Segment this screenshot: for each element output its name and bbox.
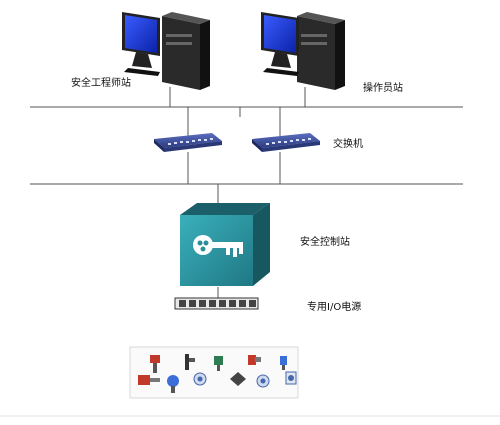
field-device-icon [256, 374, 270, 388]
field-device-icon [185, 354, 195, 370]
safety-control-station-label: 安全控制站 [300, 237, 350, 248]
field-device-icon [138, 375, 160, 385]
engineer-workstation-icon [122, 12, 210, 90]
field-device-icon [248, 355, 261, 365]
io-power-strip-icon [174, 297, 259, 310]
operator-workstation-icon [261, 12, 345, 90]
field-device-icon [285, 371, 297, 385]
field-device-icon [214, 356, 223, 371]
switch-label: 交换机 [333, 139, 363, 150]
safety-control-cube-icon [180, 203, 270, 286]
network-lines [30, 87, 463, 298]
engineer-station-label: 安全工程师站 [71, 78, 131, 89]
field-device-icon [230, 372, 246, 386]
field-devices-panel [129, 346, 299, 399]
field-device-icon [150, 355, 160, 373]
field-device-icon [280, 356, 287, 370]
key-icon [193, 235, 243, 257]
switch2-icon [252, 133, 320, 152]
operator-station-label: 操作员站 [363, 83, 403, 94]
field-device-icon [193, 372, 207, 386]
io-power-label: 专用I/O电源 [307, 302, 362, 313]
switch1-icon [154, 133, 222, 152]
field-device-icon [167, 375, 179, 393]
